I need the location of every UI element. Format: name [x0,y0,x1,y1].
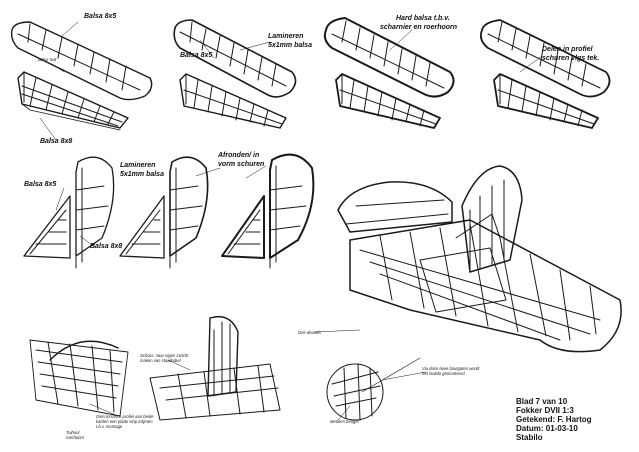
label-via-1: Via deze twee boutgaten wordt [422,366,480,371]
label-delen-1: Delen in profiel [542,46,593,53]
label-delen-2: schuren vlgs tek. [542,55,600,62]
elevator-frame-1 [10,21,153,101]
label-schoor-1: Schoor: naar eigen inzicht [140,353,189,358]
title-date: Datum: 01-03-10 [516,424,578,433]
title-model: Fokker DVII 1:3 [516,406,574,415]
title-sheet-number: Blad 7 van 10 [516,397,568,406]
fin-rudder-frame-2 [119,156,209,269]
label-schoor-2: maken van staalkabel [140,358,181,363]
stabilizer-frame-3 [335,73,441,129]
label-balsa-8x5-b: Balsa 8x5 [180,52,213,59]
tail-assembly-3d [337,165,622,353]
label-afronden-1: Afronden/ in [218,152,260,159]
detail-hinge-left [29,339,129,417]
label-balsa-5x8: Balsa 5x8 [38,57,57,62]
fin-rudder-frame-1 [23,156,115,269]
label-lamineren-b: Lamineren [120,162,156,169]
label-via-2: het stabilo gemonteerd [422,371,465,376]
label-hard-balsa-2: scharnier en roerhoorn [380,24,458,31]
label-balsa-8x8-a: Balsa 8x8 [40,138,73,145]
elevator-frame-2 [173,19,297,98]
stabilizer-frame-2 [179,73,287,129]
label-glen-2: kanten een platte strip inlijmen [96,419,153,424]
label-glen-1: Glen torrance profiel aan beide [96,414,154,419]
label-balsa-8x5-a: Balsa 8x5 [84,13,117,20]
title-part: Stabilo [516,433,543,442]
label-afronden-2: vorm schuren [218,161,265,168]
label-metalen-beugel: Metalen beugel [330,419,359,424]
detail-bracket-circle [326,357,421,421]
label-balsa-8x5-c: Balsa 8x5 [24,181,57,188]
title-drawn-by: Getekend: F. Hartog [516,415,592,424]
label-hard-balsa-1: Hard balsa t.b.v. [396,15,450,22]
label-tuihool-1: Tuihool [66,430,80,435]
elevator-frame-4 [479,19,611,98]
stabilizer-frame-1 [17,71,129,131]
label-tuihool-2: roerhoorn [66,435,85,440]
label-lamineren-b2: 5x1mm balsa [120,171,164,178]
title-block: Blad 7 van 10 Fokker DVII 1:3 Getekend: … [516,397,592,442]
elevator-frame-3 [323,17,455,98]
label-drie-deuvels: Drie deuvels [298,330,322,335]
label-balsa-8x8-b: Balsa 8x8 [90,243,123,250]
label-glen-3: t.b.v. montage [96,424,123,429]
leader-lines [39,21,543,421]
stabilizer-frame-4 [493,73,599,129]
detail-tail-right [149,315,281,421]
label-lamineren-a: Lamineren [268,33,304,40]
fin-rudder-frame-3 [221,153,315,269]
label-lamineren-a2: 5x1mm balsa [268,42,312,49]
